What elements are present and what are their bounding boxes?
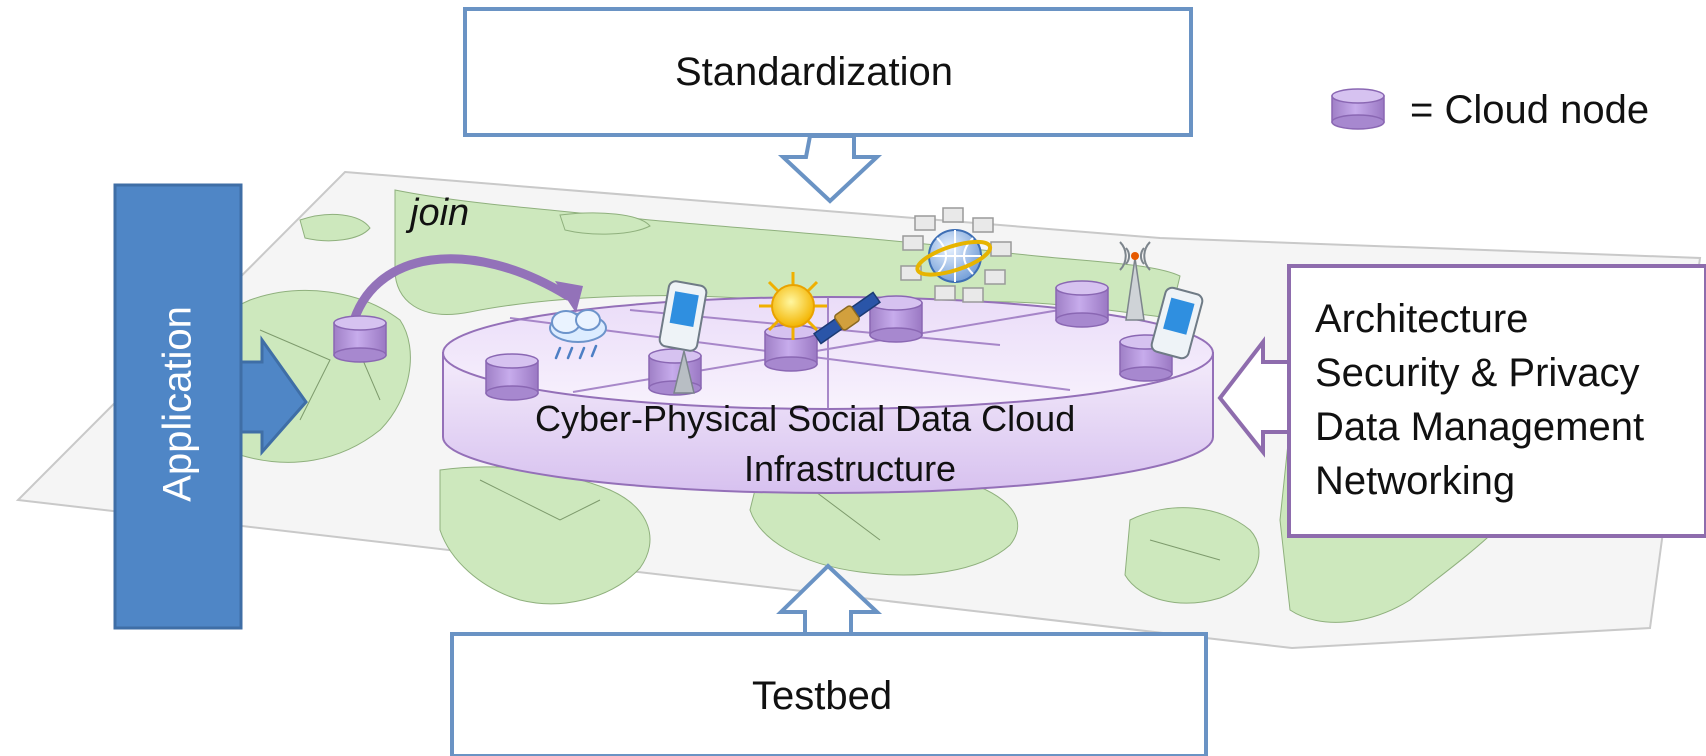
testbed-box	[450, 632, 1208, 756]
cloud-node	[648, 348, 702, 396]
cloud-node-icon	[1331, 88, 1385, 130]
mobile-phone-icon	[658, 280, 708, 394]
application-right-arrow	[239, 335, 308, 456]
cloud-node	[333, 315, 387, 363]
application-label: Application	[155, 306, 200, 502]
map-land-southeast	[1124, 507, 1260, 604]
application-panel	[113, 183, 243, 630]
cloud-infrastructure-cylinder	[442, 296, 1214, 494]
capability-data-management: Data Management	[1315, 405, 1645, 449]
cloud-node	[1055, 280, 1109, 328]
capabilities-panel	[1287, 264, 1706, 538]
standardization-down-arrow	[777, 134, 883, 204]
capability-architecture: Architecture	[1315, 297, 1529, 341]
capabilities-list: Architecture Security & Privacy Data Man…	[1315, 292, 1644, 508]
sun-icon	[759, 272, 827, 340]
join-label: join	[410, 192, 470, 234]
cloud-nodes	[333, 88, 1385, 401]
cloud-node	[485, 353, 539, 401]
weather-cloud-icon	[549, 309, 607, 360]
mobile-phone-icon	[1150, 286, 1204, 360]
cloud-node	[764, 324, 818, 372]
map-borders	[259, 329, 1461, 561]
satellite-icon	[813, 291, 881, 345]
join-arrow-head	[555, 281, 583, 313]
cloud-node	[869, 295, 923, 343]
standardization-box	[463, 7, 1193, 137]
cloud-infrastructure-title: Cyber-Physical Social Data Cloud	[535, 398, 1076, 439]
testbed-label: Testbed	[752, 674, 893, 718]
capabilities-left-arrow	[1217, 336, 1291, 458]
standardization-label: Standardization	[675, 50, 953, 94]
globe-network-icon	[900, 207, 1012, 303]
legend-label: = Cloud node	[1410, 88, 1650, 132]
antenna-icon	[1119, 241, 1151, 321]
capability-security-privacy: Security & Privacy	[1315, 351, 1640, 395]
cloud-infrastructure-subtitle: Infrastructure	[744, 448, 957, 489]
map-land-north-islands	[299, 212, 651, 242]
join-arrow	[347, 254, 573, 332]
capability-networking: Networking	[1315, 459, 1516, 503]
